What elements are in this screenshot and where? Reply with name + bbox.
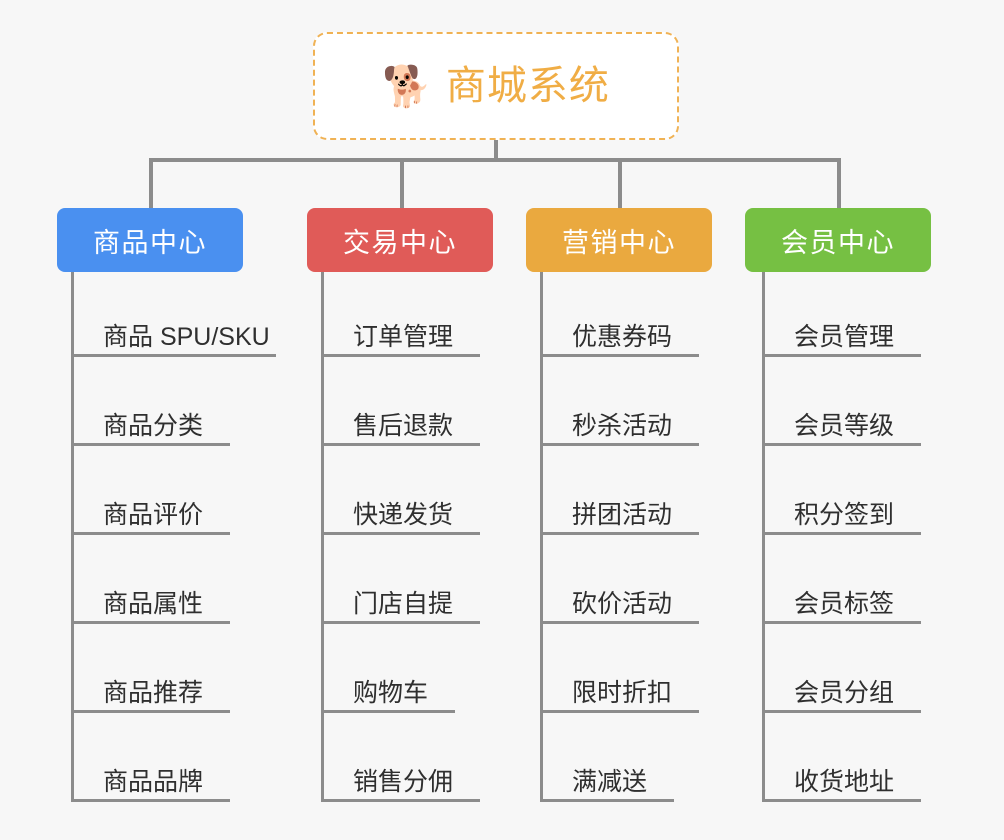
branch-drop-connector-1 [149,158,153,210]
leaf-label: 会员等级 [794,412,895,441]
leaf-item[interactable]: 快递发货 [321,489,480,535]
leaf-item[interactable]: 售后退款 [321,400,480,446]
leaf-label: 销售分佣 [353,768,454,797]
leaf-item[interactable]: 会员分组 [762,667,921,713]
category-box-product-center[interactable]: 商品中心 [57,208,243,272]
leaf-item[interactable]: 优惠券码 [540,311,699,357]
leaf-item[interactable]: 满减送 [540,756,674,802]
leaf-item[interactable]: 会员等级 [762,400,921,446]
root-node[interactable]: 🐕 商城系统 [313,32,679,140]
root-title: 商城系统 [445,64,610,108]
branch-drop-connector-3 [618,158,622,210]
shiba-inu-icon: 🐕 [382,65,432,109]
horizontal-bus-connector [149,158,841,162]
category-label: 交易中心 [343,227,457,258]
leaf-label: 优惠券码 [572,323,673,352]
leaf-label: 商品属性 [103,590,204,619]
leaf-label: 满减送 [572,768,648,797]
leaf-label: 收货地址 [794,768,895,797]
leaf-label: 砍价活动 [572,590,673,619]
leaf-label: 订单管理 [353,323,454,352]
leaf-label: 限时折扣 [572,679,673,708]
leaf-item[interactable]: 销售分佣 [321,756,480,802]
leaf-item[interactable]: 秒杀活动 [540,400,699,446]
branch-trunk-trade-center [321,272,324,802]
branch-trunk-member-center [762,272,765,802]
leaf-label: 商品评价 [103,501,204,530]
leaf-label: 秒杀活动 [572,412,673,441]
category-box-member-center[interactable]: 会员中心 [745,208,931,272]
branch-trunk-marketing-center [540,272,543,802]
category-label: 营销中心 [562,227,676,258]
leaf-item[interactable]: 商品推荐 [71,667,230,713]
leaf-item[interactable]: 会员管理 [762,311,921,357]
leaf-label: 商品品牌 [103,768,204,797]
leaf-label: 商品 SPU/SKU [103,323,270,352]
leaf-item[interactable]: 拼团活动 [540,489,699,535]
leaf-label: 积分签到 [794,501,895,530]
category-box-trade-center[interactable]: 交易中心 [307,208,493,272]
leaf-label: 拼团活动 [572,501,673,530]
branch-drop-connector-4 [837,158,841,210]
leaf-item[interactable]: 门店自提 [321,578,480,624]
branch-drop-connector-2 [400,158,404,210]
leaf-label: 会员标签 [794,590,895,619]
leaf-item[interactable]: 商品属性 [71,578,230,624]
leaf-item[interactable]: 收货地址 [762,756,921,802]
leaf-item[interactable]: 商品品牌 [71,756,230,802]
leaf-item[interactable]: 商品分类 [71,400,230,446]
leaf-label: 快递发货 [353,501,454,530]
leaf-item[interactable]: 砍价活动 [540,578,699,624]
leaf-label: 商品推荐 [103,679,204,708]
leaf-label: 会员分组 [794,679,895,708]
leaf-label: 商品分类 [103,412,204,441]
category-label: 会员中心 [781,227,895,258]
leaf-item[interactable]: 订单管理 [321,311,480,357]
leaf-label: 会员管理 [794,323,895,352]
category-box-marketing-center[interactable]: 营销中心 [526,208,712,272]
branch-trunk-product-center [71,272,74,802]
leaf-item[interactable]: 会员标签 [762,578,921,624]
category-label: 商品中心 [93,227,207,258]
leaf-item[interactable]: 积分签到 [762,489,921,535]
leaf-label: 售后退款 [353,412,454,441]
leaf-item[interactable]: 限时折扣 [540,667,699,713]
leaf-item[interactable]: 商品 SPU/SKU [71,311,276,357]
root-stem-connector [494,140,498,162]
leaf-label: 门店自提 [353,590,454,619]
leaf-label: 购物车 [353,679,429,708]
leaf-item[interactable]: 商品评价 [71,489,230,535]
leaf-item[interactable]: 购物车 [321,667,455,713]
